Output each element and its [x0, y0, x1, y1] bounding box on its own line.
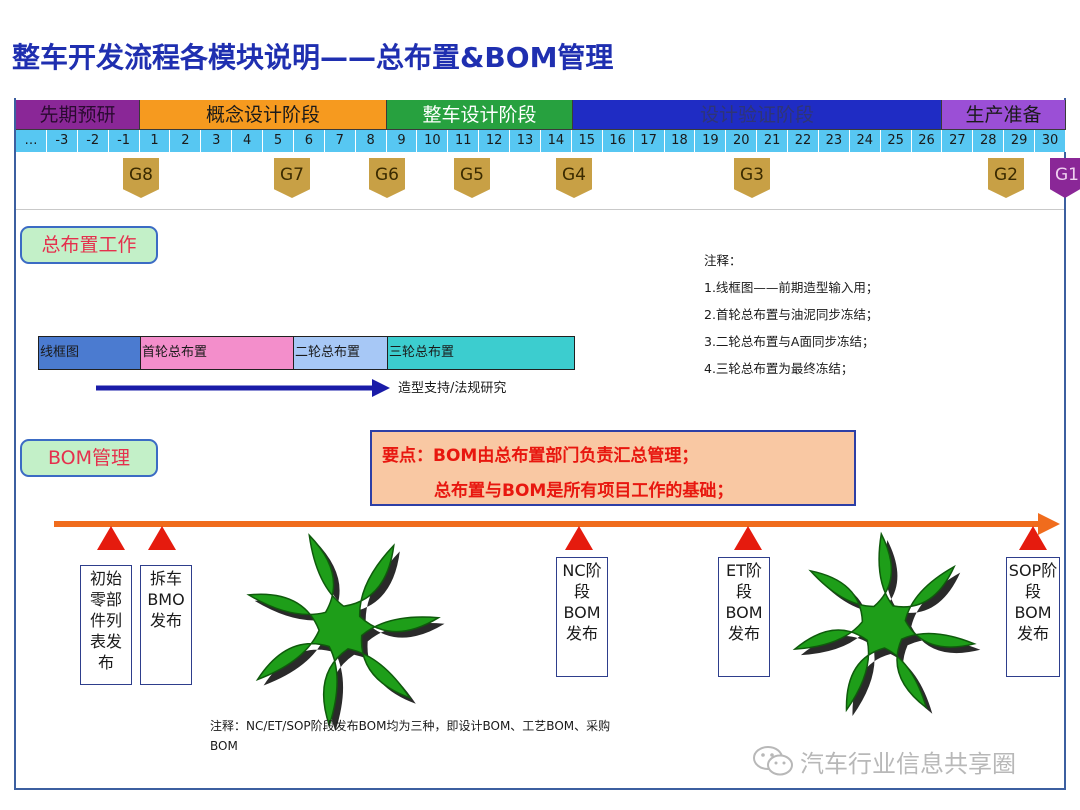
bom-footnote: 注释：NC/ET/SOP阶段发布BOM均为三种，即设计BOM、工艺BOM、采购B… — [210, 719, 611, 753]
milestone-marker — [148, 526, 176, 550]
gate-g6: G6 — [369, 158, 405, 198]
phase-pre-research: 先期预研 — [16, 100, 140, 130]
styling-support-arrow — [96, 379, 390, 397]
week-cell: 18 — [664, 130, 696, 152]
gate-g5: G5 — [454, 158, 490, 198]
bom-management-label: BOM管理 — [20, 439, 158, 477]
week-cell: 14 — [541, 130, 572, 152]
phase-concept-design: 概念设计阶段 — [140, 100, 387, 130]
week-cell: 20 — [726, 130, 758, 152]
page-title: 整车开发流程各模块说明——总布置&BOM管理 — [12, 41, 614, 74]
gate-g8: G8 — [123, 158, 159, 198]
key-point-line: 要点：BOM由总布置部门负责汇总管理； — [382, 446, 699, 466]
wechat-icon — [753, 746, 793, 776]
week-cell: 26 — [911, 130, 943, 152]
decorative-plant-icon — [246, 533, 445, 732]
week-cell: -3 — [46, 130, 78, 152]
key-point-line: 总布置与BOM是所有项目工作的基础； — [434, 481, 734, 501]
week-cell: -2 — [77, 130, 109, 152]
week-cell: 11 — [448, 130, 480, 152]
week-cell: 4 — [232, 130, 264, 152]
gate-g4: G4 — [556, 158, 592, 198]
week-cell: … — [16, 130, 47, 152]
milestone-marker — [1019, 526, 1047, 550]
gate-g3: G3 — [734, 158, 770, 198]
milestone-initial-parts-list: 初始零部件列表发布 — [80, 565, 132, 685]
week-cell: 15 — [571, 130, 603, 152]
milestone-marker — [734, 526, 762, 550]
note-item: 3.二轮总布置与A面同步冻结； — [704, 334, 875, 349]
week-cell: 13 — [510, 130, 541, 152]
milestone-marker — [97, 526, 125, 550]
week-cell: 27 — [942, 130, 974, 152]
week-cell: 28 — [973, 130, 1005, 152]
phase-vehicle-design: 整车设计阶段 — [387, 100, 573, 130]
segment-third-layout: 三轮总布置 — [387, 336, 575, 370]
divider — [16, 209, 1064, 210]
decorative-plant-icon — [792, 531, 981, 716]
week-cell: 6 — [293, 130, 325, 152]
notes-heading: 注释： — [704, 253, 742, 268]
week-cell: -1 — [108, 130, 140, 152]
week-cell: 2 — [170, 130, 202, 152]
week-cell: 22 — [788, 130, 819, 152]
week-cell: 30 — [1035, 130, 1066, 152]
phase-design-validation: 设计验证阶段 — [573, 100, 942, 130]
segment-second-layout: 二轮总布置 — [293, 336, 388, 370]
note-item: 1.线框图——前期造型输入用； — [704, 280, 879, 295]
gate-g2: G2 — [988, 158, 1024, 198]
week-cell: 19 — [695, 130, 727, 152]
key-point-box: 要点：BOM由总布置部门负责汇总管理； 总布置与BOM是所有项目工作的基础； — [370, 430, 856, 506]
week-cell: 29 — [1004, 130, 1036, 152]
week-cell: 10 — [417, 130, 449, 152]
week-cell: 12 — [479, 130, 511, 152]
diagram-frame — [14, 98, 1066, 790]
milestone-marker — [565, 526, 593, 550]
week-cell: 23 — [818, 130, 850, 152]
gate-g7: G7 — [274, 158, 310, 198]
layout-work-label: 总布置工作 — [20, 226, 158, 264]
week-cell: 25 — [880, 130, 912, 152]
week-cell: 5 — [263, 130, 294, 152]
segment-wireframe: 线框图 — [38, 336, 141, 370]
week-cell: 3 — [201, 130, 233, 152]
phase-production-prep: 生产准备 — [942, 100, 1066, 130]
segment-first-layout: 首轮总布置 — [140, 336, 294, 370]
styling-support-label: 造型支持/法规研究 — [398, 381, 507, 396]
week-cell: 16 — [602, 130, 634, 152]
week-cell: 1 — [139, 130, 171, 152]
week-cell: 21 — [757, 130, 789, 152]
note-item: 4.三轮总布置为最终冻结； — [704, 361, 854, 376]
week-cell: 9 — [386, 130, 418, 152]
gate-g1: G1 — [1050, 158, 1080, 198]
week-cell: 8 — [355, 130, 387, 152]
week-cell: 17 — [633, 130, 665, 152]
week-cell: 7 — [324, 130, 356, 152]
watermark-text: 汽车行业信息共享圈 — [800, 750, 1016, 778]
week-cell: 24 — [849, 130, 881, 152]
note-item: 2.首轮总布置与油泥同步冻结； — [704, 307, 879, 322]
